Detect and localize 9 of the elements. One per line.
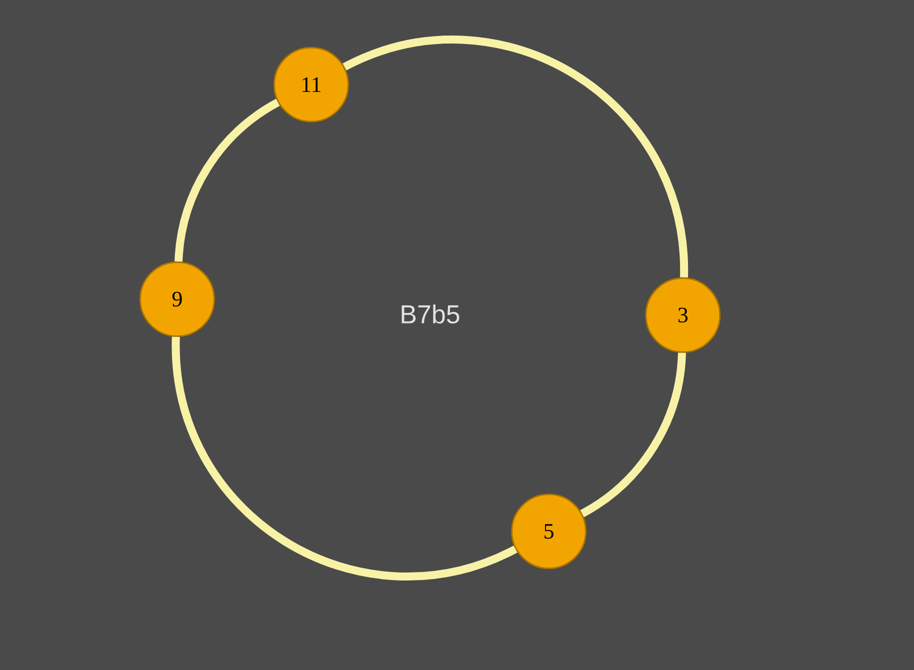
chord-label: B7b5	[402, 304, 460, 324]
ring-segment	[342, 36, 688, 278]
ring-segment	[174, 98, 280, 262]
note-ball: 9	[139, 261, 215, 337]
note-ball: 5	[511, 494, 587, 570]
note-ball: 3	[645, 277, 721, 353]
note-ball: 11	[273, 46, 349, 122]
ring-segment	[172, 336, 518, 580]
ring-segment	[580, 352, 686, 518]
